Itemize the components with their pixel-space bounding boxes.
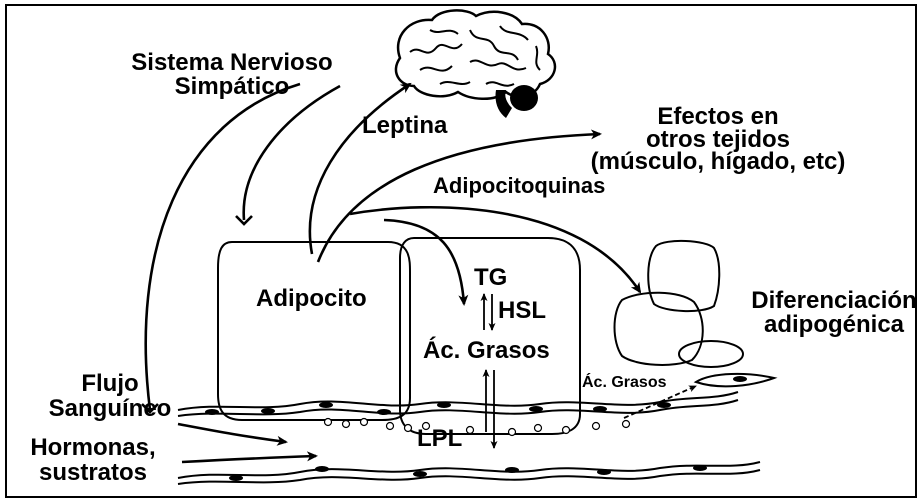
adipocyte-cell-left <box>218 242 410 420</box>
preadipocyte-cell-oval <box>679 341 743 367</box>
blood-vessel-upper-wall <box>178 392 738 416</box>
arrow-sns-to-adipocyte <box>244 86 340 220</box>
arrow-flujo-to-vessel <box>178 424 286 442</box>
efectos-label-line3: (músculo, hígado, etc) <box>591 148 846 175</box>
sns-label-line1: Sistema Nervioso <box>131 49 332 76</box>
hsl-label: HSL <box>498 297 546 324</box>
hormonas-label-line2: sustratos <box>39 459 147 486</box>
leptina-label: Leptina <box>362 112 448 139</box>
tg-label: TG <box>474 264 507 291</box>
arrow-hormonas-to-vessel <box>182 456 316 462</box>
brain-icon <box>396 10 555 118</box>
lipoprotein-particles <box>325 419 630 436</box>
adipocito-label: Adipocito <box>256 285 367 312</box>
hormonas-label-line1: Hormonas, <box>30 434 155 461</box>
ac-grasos-label: Ác. Grasos <box>423 336 550 364</box>
preadipocyte-cell-top <box>648 241 719 311</box>
adipocitoquinas-label: Adipocitoquinas <box>433 173 605 198</box>
blood-vessel-lower-wall <box>178 462 760 484</box>
preadipocyte-cell-middle <box>615 293 703 365</box>
diferenciacion-label-line1: Diferenciación <box>751 287 916 314</box>
spindle-nucleus <box>733 376 747 382</box>
flujo-label-line1: Flujo <box>81 370 138 397</box>
arrow-adipocyte-to-brain <box>310 84 410 254</box>
diferenciacion-label-line2: adipogénica <box>764 311 905 338</box>
arrow-adipocitoquinas-to-tg <box>384 220 464 304</box>
ac-grasos-small-label: Ác. Grasos <box>582 372 667 391</box>
